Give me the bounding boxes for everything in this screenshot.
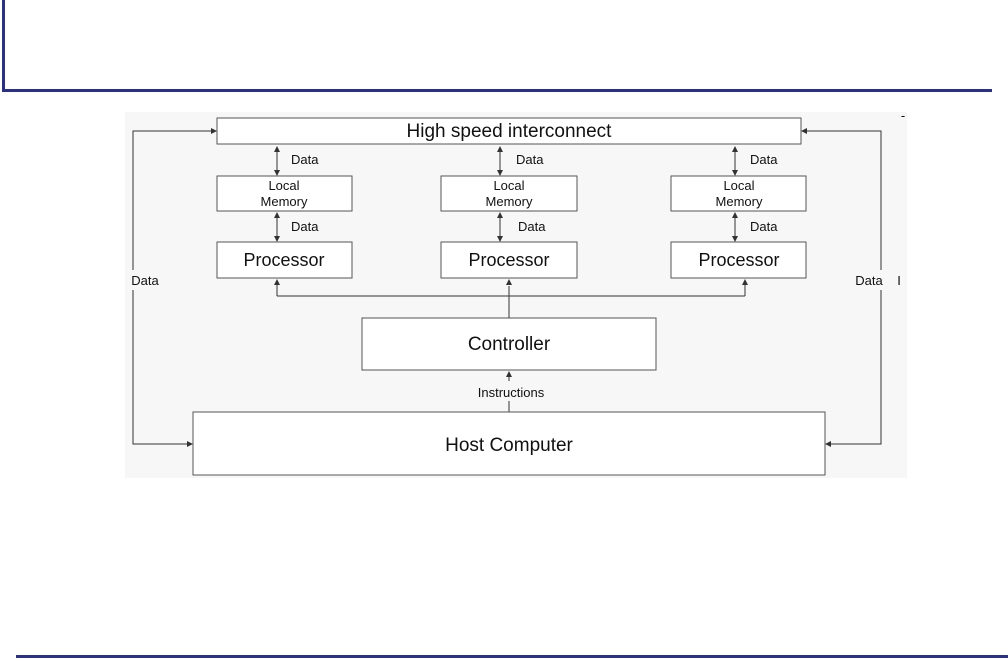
arrowhead xyxy=(732,236,738,242)
instructions-label: Instructions xyxy=(478,385,545,400)
arrowhead xyxy=(274,279,280,285)
architecture-diagram: High speed interconnect Data Local Memor… xyxy=(131,112,905,476)
left-loop-upper xyxy=(132,130,213,270)
right-loop-upper xyxy=(805,130,882,270)
right-data-loop: Data I xyxy=(801,128,901,447)
controller-box xyxy=(361,317,657,371)
arrowhead xyxy=(497,212,503,218)
arrowhead xyxy=(497,236,503,242)
local-memory-label-line2: Memory xyxy=(716,194,763,209)
controller-label: Controller xyxy=(468,334,551,355)
local-memory-box-3 xyxy=(670,175,807,212)
data-label: Data xyxy=(291,219,319,234)
title-accent-bar-vertical xyxy=(2,0,5,92)
processor-label-2: Processor xyxy=(468,250,549,270)
title-accent-bar-horizontal xyxy=(2,89,992,92)
arrowhead xyxy=(274,212,280,218)
instructions-link: Instructions xyxy=(478,371,545,412)
arrowhead xyxy=(825,441,831,447)
local-memory-label-line1: Local xyxy=(493,178,524,193)
data-label: Data xyxy=(750,152,778,167)
processor-box-1 xyxy=(216,241,353,279)
processor-box-2 xyxy=(440,241,578,279)
processor-label-1: Processor xyxy=(243,250,324,270)
local-memory-label-line2: Memory xyxy=(486,194,533,209)
arrowhead xyxy=(506,371,512,377)
stray-mark-corner: - xyxy=(901,112,905,123)
arrowhead xyxy=(211,128,217,134)
arrowhead xyxy=(497,146,503,152)
local-memory-box-1 xyxy=(216,175,353,212)
local-memory-label-line1: Local xyxy=(268,178,299,193)
left-data-loop: Data xyxy=(131,128,217,447)
controller-bus xyxy=(274,279,748,318)
footer-accent-bar xyxy=(16,655,1008,658)
interconnect-label: High speed interconnect xyxy=(407,121,613,142)
host-computer-box xyxy=(192,411,826,476)
diagram-panel: High speed interconnect Data Local Memor… xyxy=(125,112,907,478)
arrowhead xyxy=(497,170,503,176)
data-label: Data xyxy=(518,219,546,234)
left-data-label: Data xyxy=(131,273,159,288)
left-loop-lower xyxy=(132,290,187,445)
local-memory-box-2 xyxy=(440,175,578,212)
data-label: Data xyxy=(750,219,778,234)
right-data-label: Data xyxy=(855,273,883,288)
column-2: Data Local Memory Data Processor xyxy=(440,146,578,279)
processor-box-3 xyxy=(670,241,807,279)
interconnect-block: High speed interconnect xyxy=(216,117,802,145)
arrowhead xyxy=(274,146,280,152)
data-label: Data xyxy=(516,152,544,167)
arrowhead xyxy=(274,170,280,176)
data-label: Data xyxy=(291,152,319,167)
right-loop-lower xyxy=(831,290,882,445)
local-memory-label-line2: Memory xyxy=(261,194,308,209)
arrowhead xyxy=(187,441,193,447)
host-block: Host Computer xyxy=(192,411,826,476)
interconnect-box xyxy=(216,117,802,145)
stray-mark-right: I xyxy=(897,273,901,288)
host-computer-label: Host Computer xyxy=(445,435,573,456)
arrowhead xyxy=(801,128,807,134)
arrowhead xyxy=(732,212,738,218)
column-3: Data Local Memory Data Processor xyxy=(670,146,807,279)
arrowhead xyxy=(506,279,512,285)
arrowhead xyxy=(274,236,280,242)
arrowhead xyxy=(732,146,738,152)
arrowhead xyxy=(732,170,738,176)
arrowhead xyxy=(742,279,748,285)
processor-label-3: Processor xyxy=(698,250,779,270)
column-1: Data Local Memory Data Processor xyxy=(216,146,353,279)
controller-block: Controller xyxy=(361,317,657,371)
local-memory-label-line1: Local xyxy=(723,178,754,193)
